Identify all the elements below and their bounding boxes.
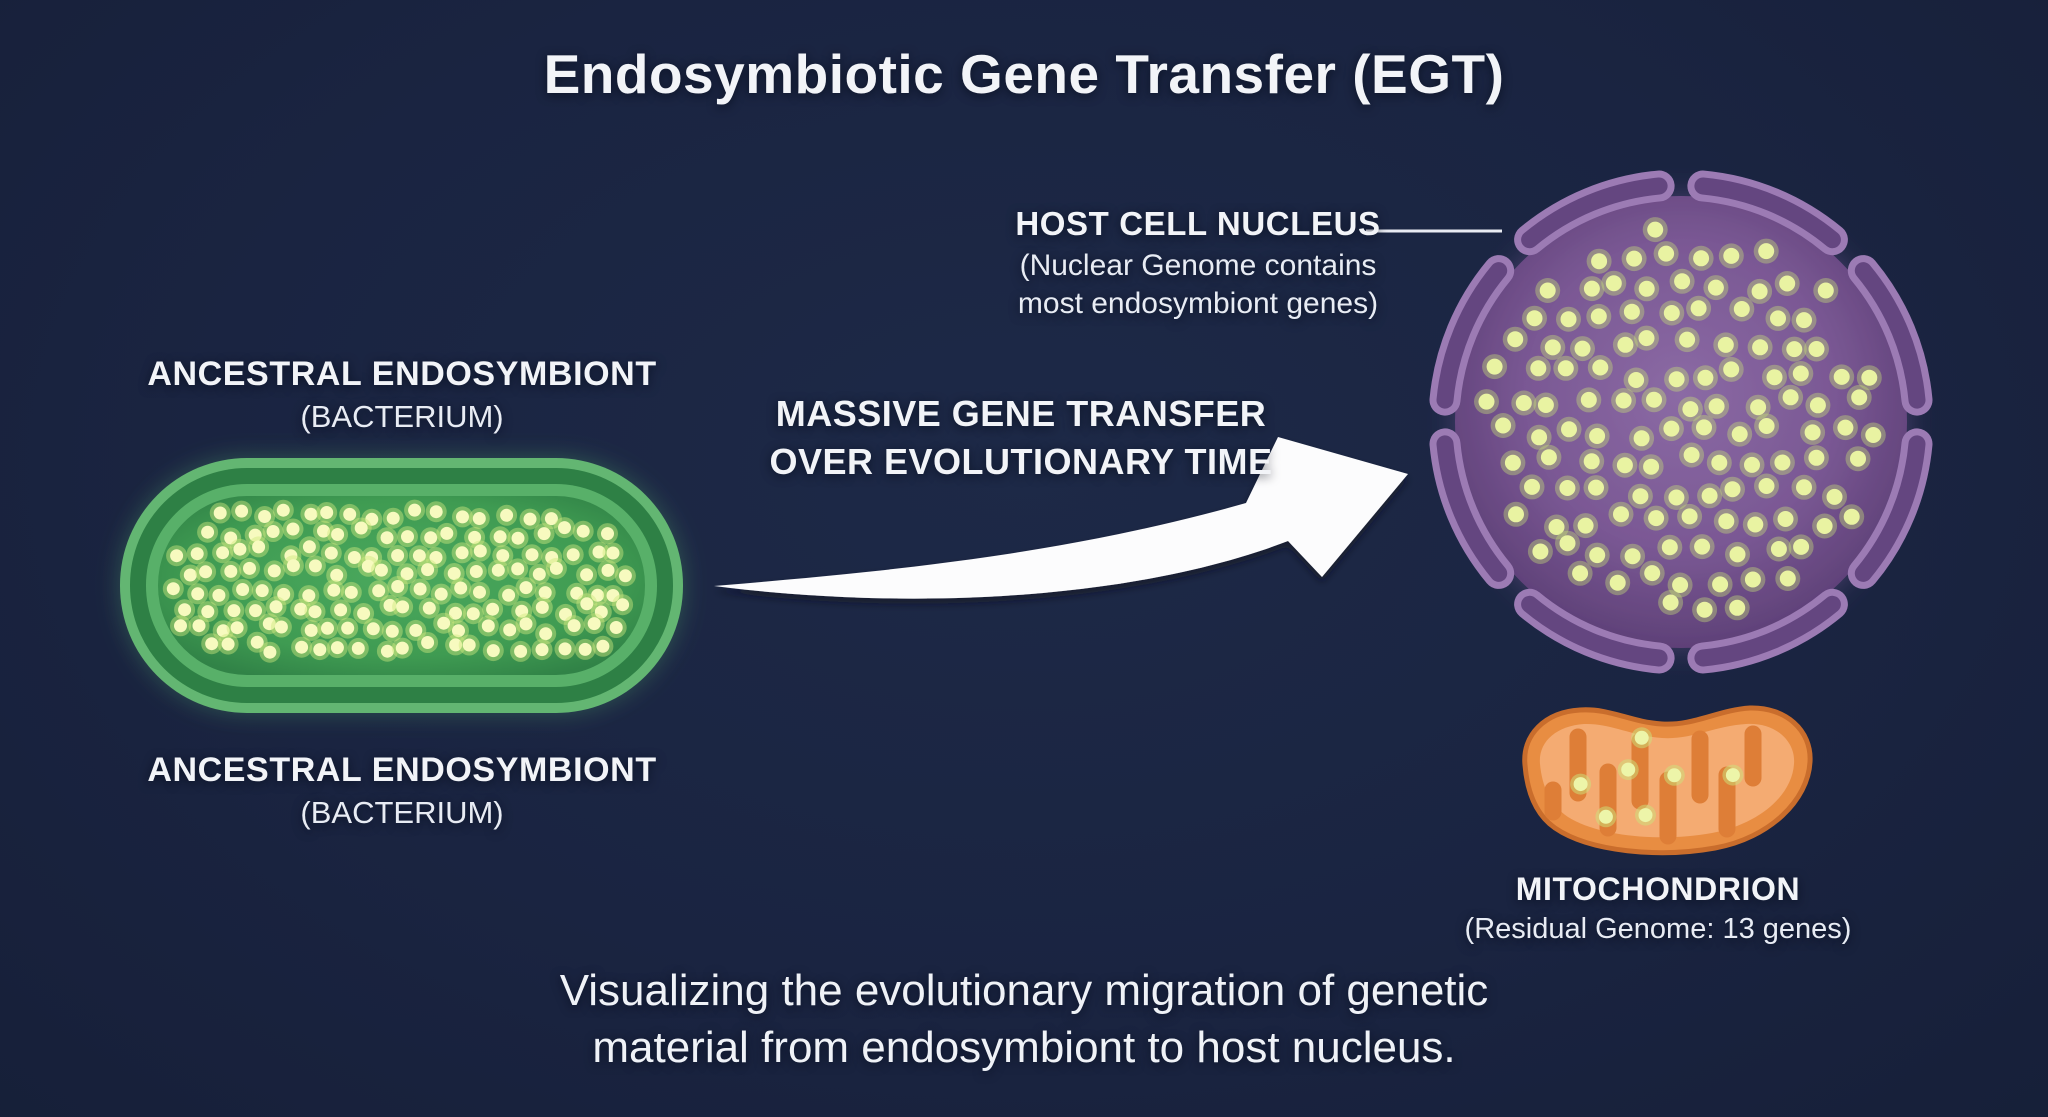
gene-transfer-label-line2: OVER EVOLUTIONARY TIME xyxy=(769,440,1273,482)
bacterium-illustration xyxy=(120,458,683,713)
mitochondrion-label-name: MITOCHONDRION xyxy=(1515,871,1801,907)
caption-line2: material from endosymbiont to host nucle… xyxy=(592,1023,1456,1073)
mitochondrion-label: MITOCHONDRION (Residual Genome: 13 genes… xyxy=(1458,870,1858,947)
host-nucleus-label: HOST CELL NUCLEUS (Nuclear Genome contai… xyxy=(988,204,1408,323)
nucleus-gene-dots xyxy=(1474,217,1886,623)
bacterium-label-top: ANCESTRAL ENDOSYMBIONT (BACTERIUM) xyxy=(102,354,702,436)
mitochondrion-label-sub: (Residual Genome: 13 genes) xyxy=(1464,913,1852,946)
caption: Visualizing the evolutionary migration o… xyxy=(0,962,2048,1076)
bacterium-label-bottom: ANCESTRAL ENDOSYMBIONT (BACTERIUM) xyxy=(102,750,702,832)
host-nucleus-label-sub2: most endosymbiont genes) xyxy=(1017,287,1379,321)
gene-transfer-label-line1: MASSIVE GENE TRANSFER xyxy=(775,393,1267,434)
gene-transfer-label: MASSIVE GENE TRANSFER OVER EVOLUTIONARY … xyxy=(721,390,1321,485)
mitochondrion-illustration xyxy=(1522,705,1813,856)
mitochondrion-cristae xyxy=(1544,725,1762,845)
page-title: Endosymbiotic Gene Transfer (EGT) xyxy=(543,43,1505,105)
bacterium-label-bottom-sub: (BACTERIUM) xyxy=(300,795,504,831)
bacterium-label-top-name: ANCESTRAL ENDOSYMBIONT xyxy=(147,355,657,393)
caption-line1: Visualizing the evolutionary migration o… xyxy=(559,966,1489,1015)
mitochondrion-gene-dots xyxy=(1570,727,1744,828)
bacterium-gene-dots xyxy=(162,499,636,663)
transfer-arrow xyxy=(714,437,1408,599)
host-nucleus-label-sub1: (Nuclear Genome contains xyxy=(1019,249,1377,283)
host-nucleus-label-name: HOST CELL NUCLEUS xyxy=(1015,205,1381,242)
nuclear-envelope-segments xyxy=(1429,170,1933,674)
host-nucleus-illustration xyxy=(1429,170,1933,674)
bacterium-label-top-sub: (BACTERIUM) xyxy=(300,399,504,435)
bacterium-label-bottom-name: ANCESTRAL ENDOSYMBIONT xyxy=(147,751,657,789)
